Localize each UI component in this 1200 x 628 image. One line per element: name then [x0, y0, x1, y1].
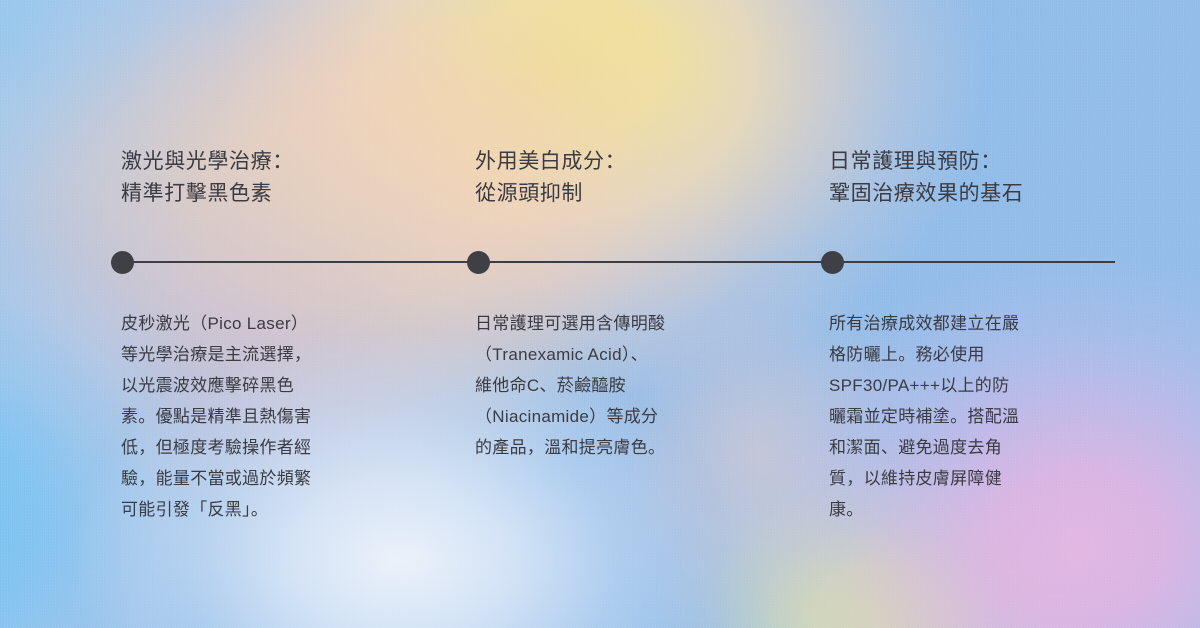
column-2-body: 日常護理可選用含傳明酸 （Tranexamic Acid）、 維他命C、菸鹼醯胺…	[475, 314, 666, 457]
column-2-heading: 外用美白成分： 從源頭抑制	[475, 150, 627, 205]
timeline-axis	[122, 261, 1115, 263]
column-1-body: 皮秒激光（Pico Laser） 等光學治療是主流選擇， 以光震波效應擊碎黑色 …	[121, 314, 312, 519]
column-3-heading: 日常護理與預防： 鞏固治療效果的基石	[829, 150, 1024, 205]
timeline-marker-3[interactable]	[821, 251, 844, 274]
column-1-heading: 激光與光學治療： 精準打擊黑色素	[121, 150, 294, 205]
column-3-body: 所有治療成效都建立在嚴 格防曬上。務必使用 SPF30/PA+++以上的防 曬霜…	[829, 314, 1020, 519]
timeline-marker-1[interactable]	[111, 251, 134, 274]
timeline-marker-2[interactable]	[467, 251, 490, 274]
